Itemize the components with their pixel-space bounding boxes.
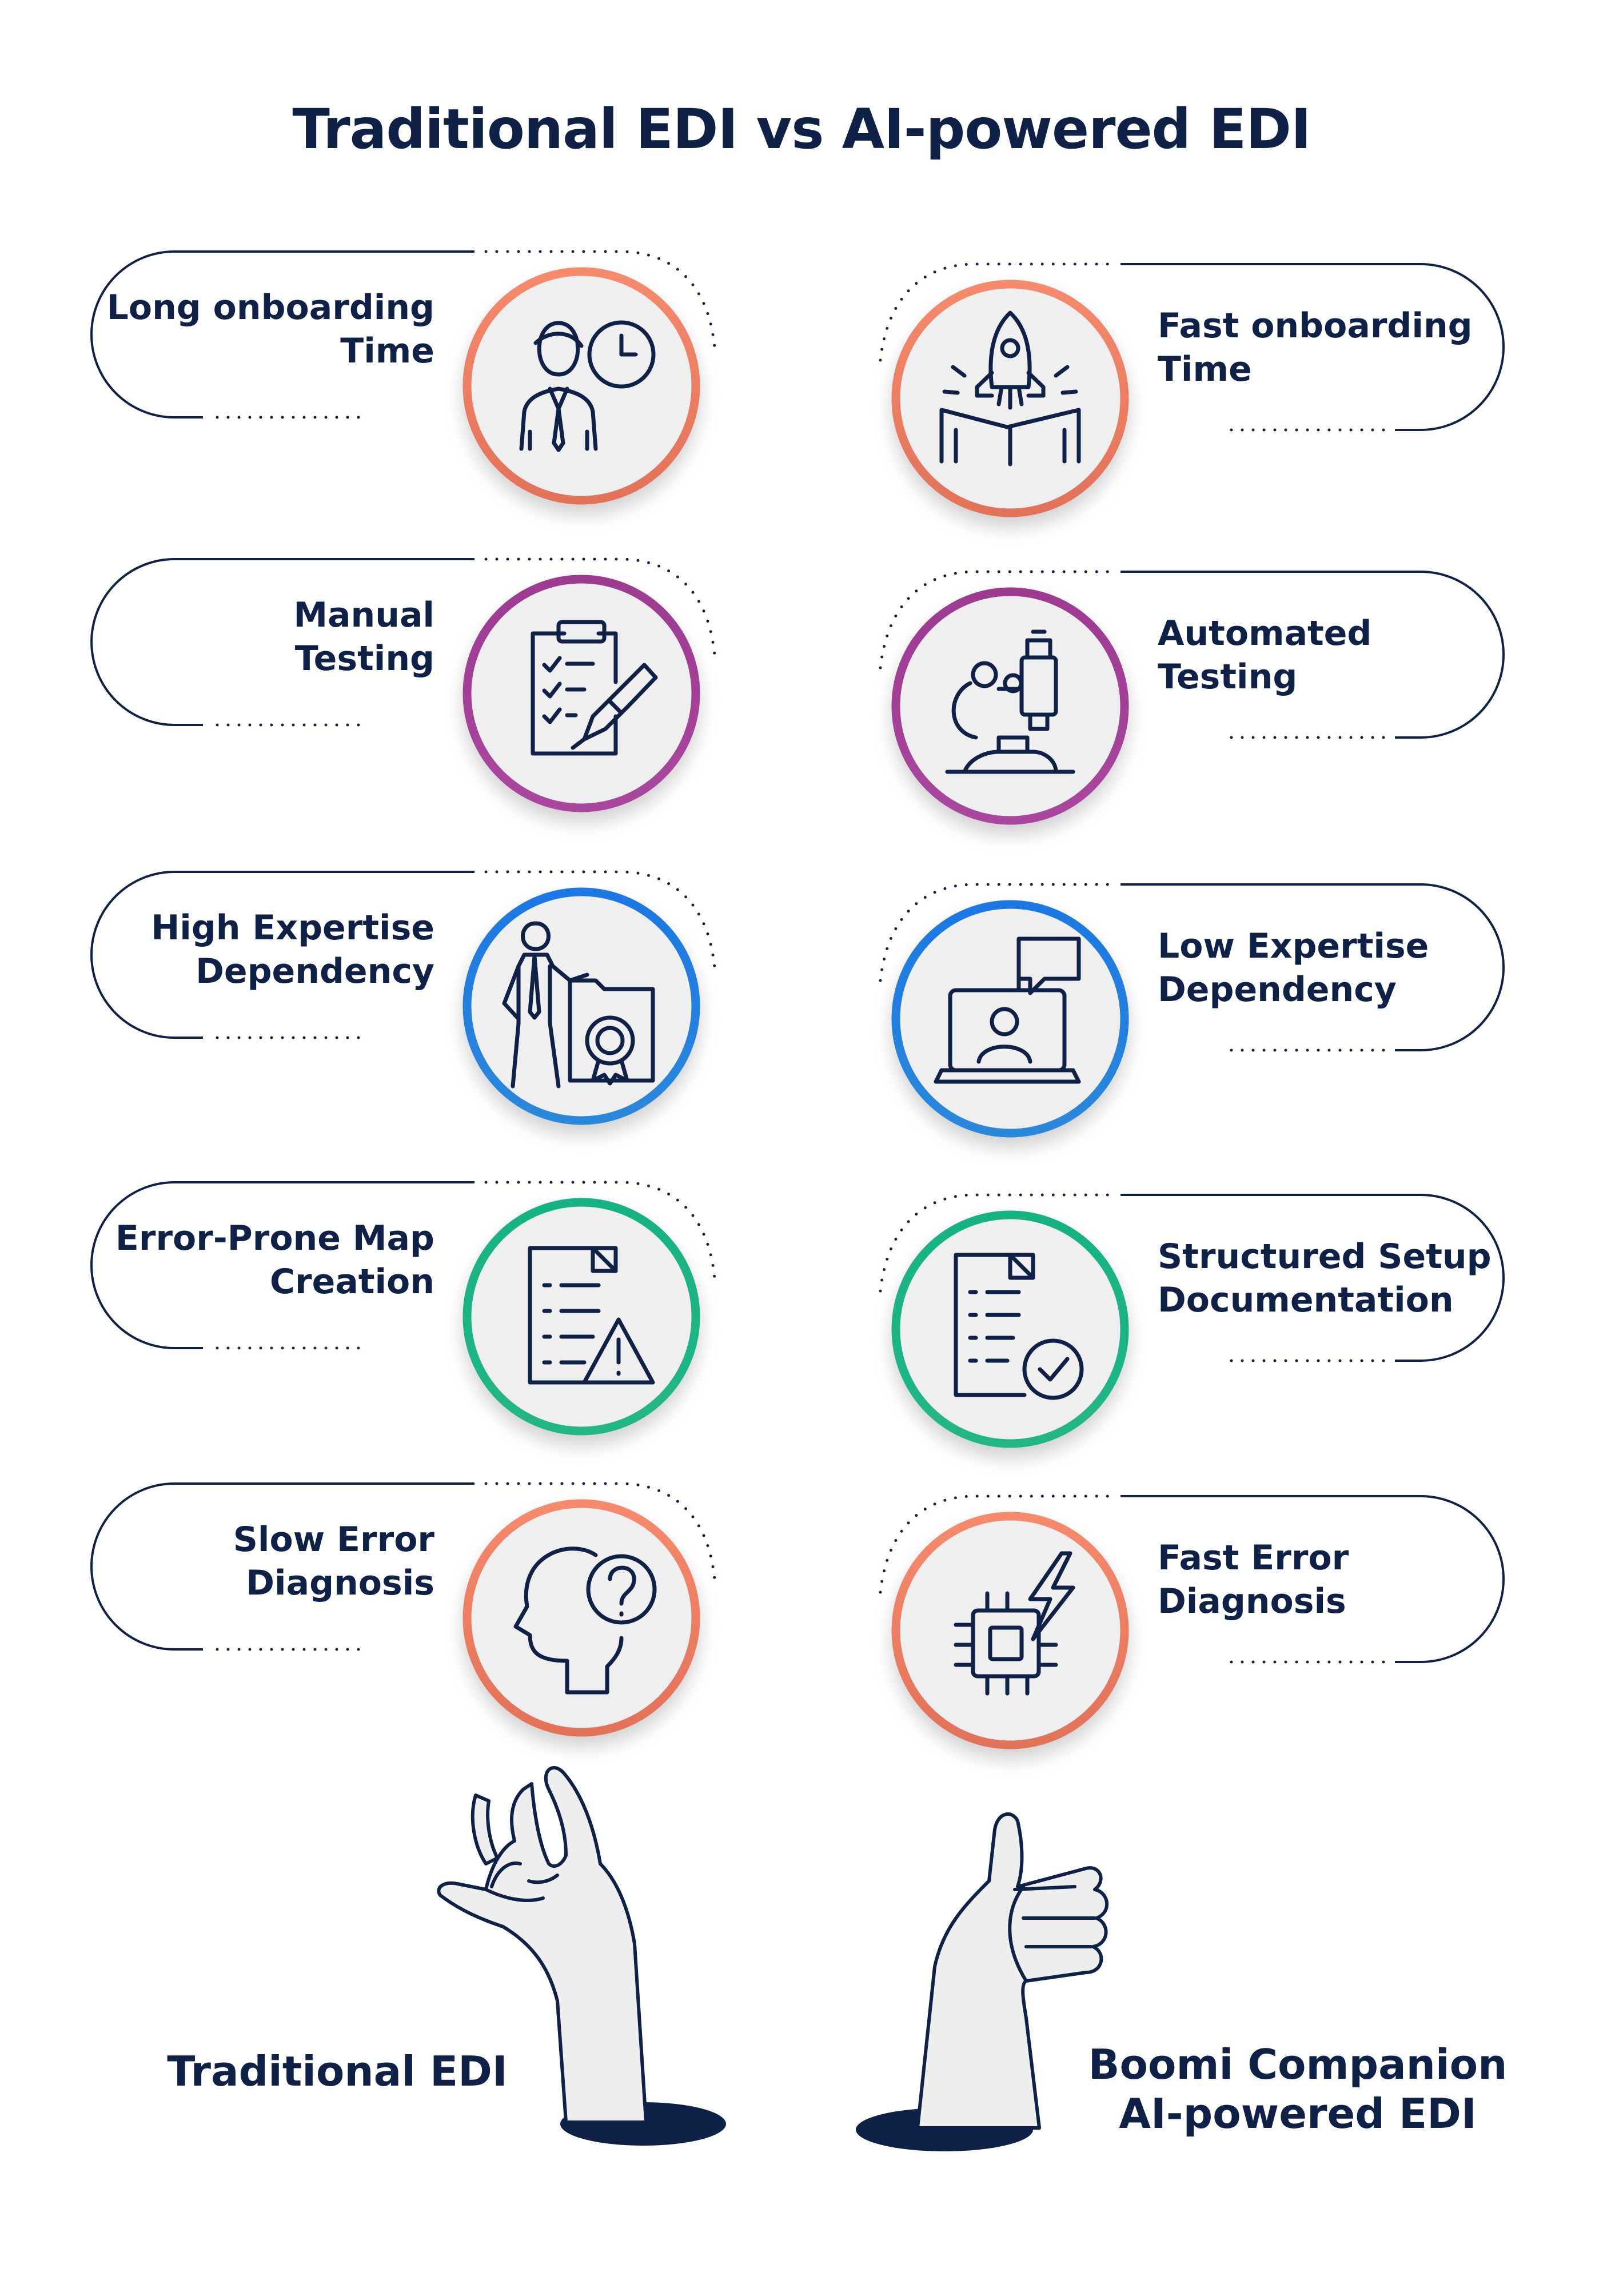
page-title: Traditional EDI vs AI-powered EDI — [292, 97, 1311, 161]
left-pill-outline — [90, 1482, 474, 1651]
document-warning-icon — [528, 1246, 655, 1385]
right-pill-outline — [1120, 571, 1505, 739]
left-pill-outline — [90, 871, 474, 1039]
right-pill-outline — [1120, 1495, 1505, 1663]
label-line: Automated — [1158, 613, 1372, 653]
label-line: Fast onboarding — [1158, 306, 1473, 346]
label-line: Boomi Companion — [1088, 2040, 1508, 2088]
clipboard-pen-icon — [531, 620, 658, 756]
label-line: Testing — [294, 639, 434, 679]
laptop-chat-icon — [934, 936, 1081, 1084]
businessman-clock-icon — [519, 320, 656, 452]
document-check-icon — [954, 1253, 1084, 1400]
label-line: Low Expertise — [1158, 926, 1429, 966]
left-pill-outline — [90, 558, 474, 726]
label-line: Fast Error — [1158, 1538, 1349, 1578]
left-icon-circle — [462, 575, 700, 812]
expert-certificate-icon — [502, 921, 655, 1089]
right-pill-outline — [1120, 1194, 1505, 1362]
right-icon-circle — [891, 900, 1129, 1138]
dotted-line — [484, 1181, 716, 1280]
rocket-book-icon — [939, 310, 1081, 467]
label-line: AI-powered EDI — [1119, 2090, 1477, 2138]
label-line: Structured Setup — [1158, 1237, 1492, 1277]
footer-left-label: Traditional EDI — [149, 2047, 526, 2096]
chip-lightning-icon — [954, 1551, 1075, 1696]
left-pill-outline — [90, 250, 474, 418]
label-line: Diagnosis — [246, 1563, 434, 1603]
left-pill-outline — [90, 1181, 474, 1349]
label-line: Dependency — [1158, 970, 1397, 1010]
right-icon-circle — [891, 1512, 1129, 1749]
left-icon-circle — [462, 1499, 700, 1737]
label-line: Manual — [293, 595, 434, 635]
label-line: Documentation — [1158, 1280, 1454, 1320]
right-pill-outline — [1120, 263, 1505, 431]
label-line: Long onboarding — [106, 288, 434, 328]
label-line: Time — [1158, 349, 1252, 389]
label-line: Diagnosis — [1158, 1581, 1346, 1621]
right-pill-outline — [1120, 883, 1505, 1051]
label-line: Creation — [270, 1262, 434, 1302]
right-icon-circle — [891, 587, 1129, 825]
label-line: Error-Prone Map — [115, 1218, 434, 1258]
microscope-icon — [945, 629, 1075, 774]
label-line: Traditional EDI — [167, 2047, 508, 2095]
right-icon-circle — [891, 1210, 1129, 1448]
dotted-line — [484, 557, 716, 657]
pinched-hand-icon — [437, 1766, 648, 2124]
label-line: Time — [340, 331, 434, 371]
dotted-line — [484, 870, 716, 970]
dotted-line — [484, 1482, 716, 1581]
label-line: Dependency — [196, 951, 434, 991]
label-line: High Expertise — [151, 908, 434, 948]
left-icon-circle — [462, 1198, 700, 1436]
head-question-icon — [513, 1546, 657, 1695]
left-icon-circle — [462, 267, 700, 505]
label-line: Testing — [1158, 657, 1298, 697]
left-icon-circle — [462, 887, 700, 1125]
dotted-line — [484, 250, 716, 349]
thumbs-up-icon — [916, 1812, 1108, 2130]
label-line: Slow Error — [233, 1520, 434, 1560]
